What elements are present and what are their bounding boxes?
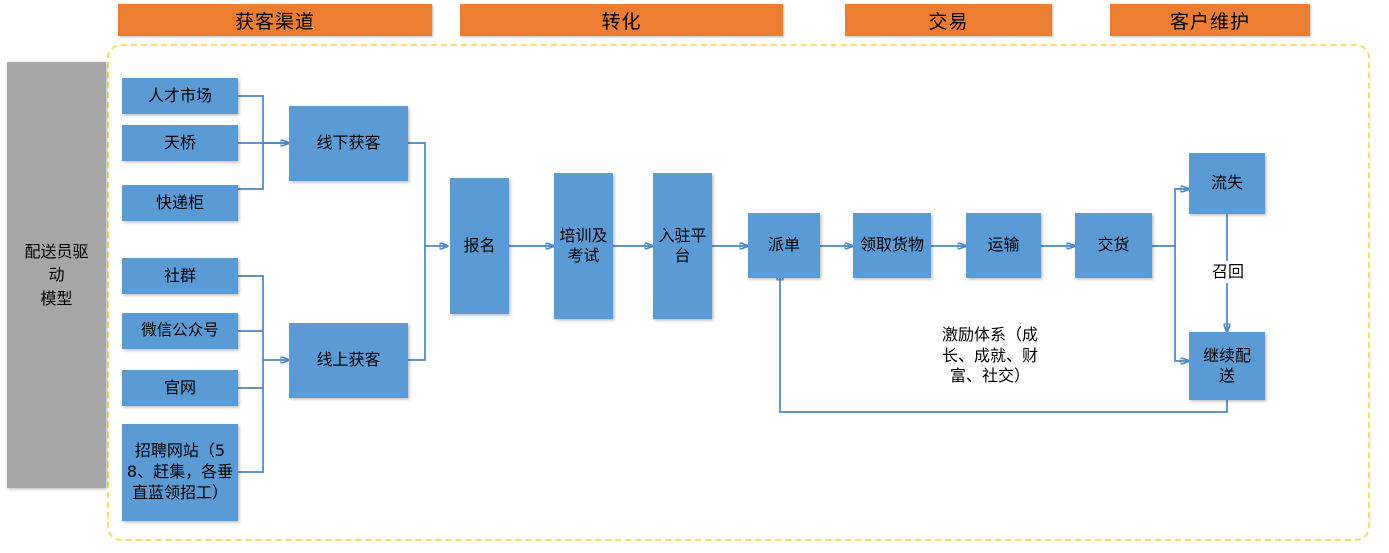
phase-banner-retention[interactable]: 客户维护 xyxy=(1110,4,1310,36)
node-label: 天桥 xyxy=(163,132,196,152)
node-label: 微信公众号 xyxy=(141,321,219,340)
outcome-node-continue-delivery[interactable]: 继续配 送 xyxy=(1189,332,1265,400)
node-label: 线上获客 xyxy=(316,350,381,370)
phase-banner-transaction[interactable]: 交易 xyxy=(845,4,1052,36)
phase-banner-label: 交易 xyxy=(928,10,969,33)
node-label: 领取货物 xyxy=(859,235,924,255)
pipeline-node-dispatch[interactable]: 派单 xyxy=(748,213,820,278)
node-label: 流失 xyxy=(1210,173,1243,193)
edge-label-recall: 召回 xyxy=(1198,261,1258,283)
source-node-overpass[interactable]: 天桥 xyxy=(122,125,238,161)
pipeline-node-join-platform[interactable]: 入驻平台 xyxy=(653,173,712,319)
annotation-incentive-system: 激励体系（成 长、成就、财 富、社交） xyxy=(918,316,1062,396)
node-label: 报名 xyxy=(463,235,496,255)
pipeline-node-transport[interactable]: 运输 xyxy=(966,213,1041,278)
source-node-job-sites[interactable]: 招聘网站（58、赶集，各垂直蓝领招工） xyxy=(122,424,238,521)
phase-banner-acquisition[interactable]: 获客渠道 xyxy=(118,4,432,36)
model-title-box[interactable]: 配送员驱 动 模型 xyxy=(7,62,106,488)
node-label: 快递柜 xyxy=(155,192,204,212)
node-label: 派单 xyxy=(767,235,800,255)
aggregator-node-online-acquisition[interactable]: 线上获客 xyxy=(289,323,408,398)
node-label: 交货 xyxy=(1097,235,1130,255)
annotation-text: 激励体系（成 长、成就、财 富、社交） xyxy=(941,324,1038,386)
node-label: 官网 xyxy=(163,377,196,397)
pipeline-node-delivery[interactable]: 交货 xyxy=(1075,213,1152,278)
node-label: 线下获客 xyxy=(316,133,381,153)
source-node-express-locker[interactable]: 快递柜 xyxy=(122,185,238,221)
phase-banner-conversion[interactable]: 转化 xyxy=(460,4,783,36)
node-label: 人才市场 xyxy=(147,85,212,105)
pipeline-node-signup[interactable]: 报名 xyxy=(450,178,509,314)
node-label: 运输 xyxy=(987,235,1020,255)
node-label: 社群 xyxy=(163,265,196,285)
phase-banner-label: 客户维护 xyxy=(1169,10,1250,33)
node-label: 招聘网站（58、赶集，各垂直蓝领招工） xyxy=(126,441,234,502)
edge-label-text: 召回 xyxy=(1211,261,1244,281)
source-node-talent-market[interactable]: 人才市场 xyxy=(122,78,238,114)
source-node-official-site[interactable]: 官网 xyxy=(122,370,238,406)
node-label: 入驻平台 xyxy=(658,225,707,265)
node-label: 培训及考试 xyxy=(559,225,608,265)
source-node-wechat-official[interactable]: 微信公众号 xyxy=(122,313,238,349)
flow-boundary-dashed-region xyxy=(107,44,1370,541)
pipeline-node-training-exam[interactable]: 培训及考试 xyxy=(554,173,613,319)
outcome-node-churn[interactable]: 流失 xyxy=(1189,153,1265,214)
phase-banner-label: 转化 xyxy=(601,10,642,33)
node-label: 继续配 送 xyxy=(1202,345,1251,385)
source-node-community[interactable]: 社群 xyxy=(122,258,238,294)
aggregator-node-offline-acquisition[interactable]: 线下获客 xyxy=(289,106,408,181)
phase-banner-label: 获客渠道 xyxy=(234,10,315,33)
pipeline-node-pickup-goods[interactable]: 领取货物 xyxy=(853,213,931,278)
